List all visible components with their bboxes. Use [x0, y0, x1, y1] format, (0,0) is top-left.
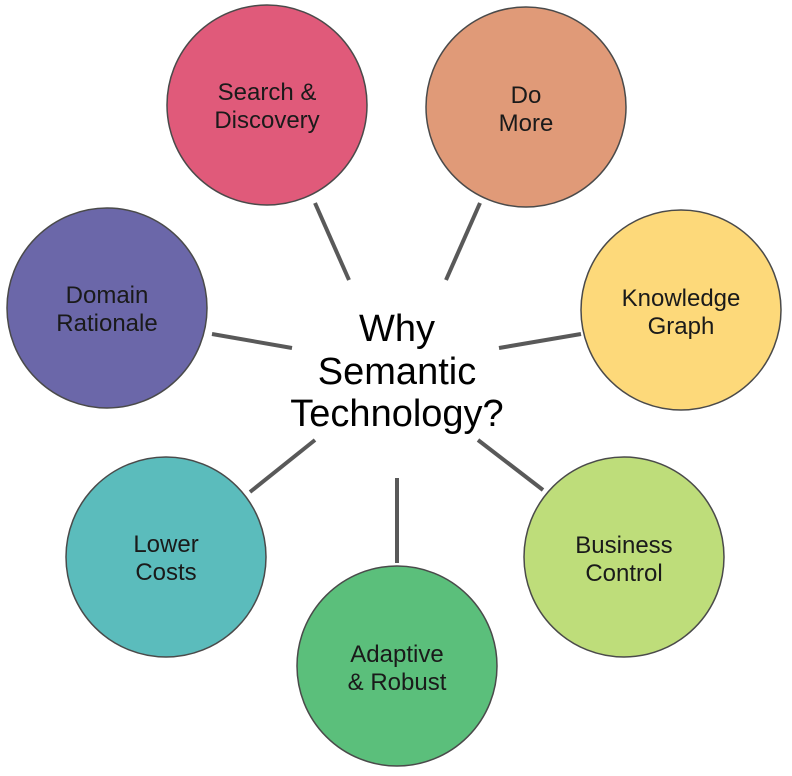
node-domain-rationale-line-2: Rationale: [56, 310, 157, 337]
node-adaptive-robust-line-2: & Robust: [348, 669, 447, 696]
connector-knowledge-graph: [498, 332, 582, 350]
node-search-discovery-line-1: Search &: [218, 79, 317, 106]
node-business-control-line-2: Control: [585, 560, 662, 587]
center-title: Why Semantic Technology?: [290, 308, 503, 435]
node-do-more-line-1: Do: [511, 82, 542, 109]
node-knowledge-graph: Knowledge Graph: [580, 209, 782, 411]
node-do-more-line-2: More: [499, 110, 554, 137]
center-title-line-3: Technology?: [290, 393, 503, 435]
node-business-control-line-1: Business: [575, 532, 672, 559]
node-knowledge-graph-line-1: Knowledge: [622, 285, 741, 312]
connector-do-more: [444, 202, 482, 281]
node-domain-rationale-circle: [6, 207, 208, 409]
connector-domain-rationale: [211, 332, 293, 350]
node-adaptive-robust-line-1: Adaptive: [350, 641, 443, 668]
node-business-control: Business Control: [523, 456, 725, 658]
node-knowledge-graph-circle: [580, 209, 782, 411]
connector-lower-costs: [248, 438, 317, 494]
node-search-discovery: Search & Discovery: [166, 4, 368, 206]
connector-lines: [211, 202, 582, 563]
node-adaptive-robust: Adaptive & Robust: [296, 565, 498, 767]
node-business-control-circle: [523, 456, 725, 658]
node-search-discovery-line-2: Discovery: [214, 107, 319, 134]
connector-search-discovery: [313, 202, 351, 281]
center-title-line-2: Semantic: [318, 351, 476, 393]
node-domain-rationale: Domain Rationale: [6, 207, 208, 409]
node-knowledge-graph-line-2: Graph: [648, 313, 715, 340]
node-lower-costs-line-1: Lower: [133, 531, 198, 558]
node-lower-costs-line-2: Costs: [135, 559, 196, 586]
node-do-more-circle: [425, 6, 627, 208]
node-search-discovery-circle: [166, 4, 368, 206]
node-lower-costs-circle: [65, 456, 267, 658]
node-do-more: Do More: [425, 6, 627, 208]
node-lower-costs: Lower Costs: [65, 456, 267, 658]
center-title-line-1: Why: [359, 308, 435, 350]
node-adaptive-robust-circle: [296, 565, 498, 767]
connector-business-control: [476, 438, 545, 492]
node-domain-rationale-line-1: Domain: [66, 282, 149, 309]
